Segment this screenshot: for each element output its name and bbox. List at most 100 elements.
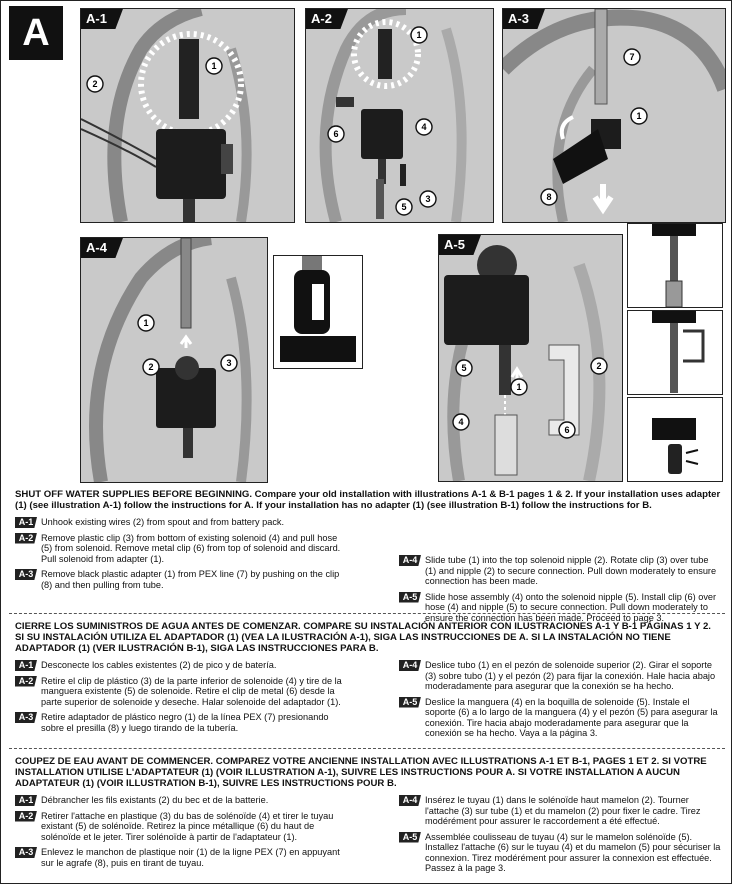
step-tag: A-5 bbox=[399, 591, 421, 603]
instructions-french: COUPEZ DE EAU AVANT DE COMMENCER. COMPAR… bbox=[15, 756, 721, 875]
step-tag: A-2 bbox=[15, 532, 37, 544]
french-heading: COUPEZ DE EAU AVANT DE COMMENCER. COMPAR… bbox=[15, 756, 707, 789]
illustration-a4: A-4 1 2 3 bbox=[80, 237, 268, 483]
panel-label: A-5 bbox=[439, 235, 481, 255]
a5-detail-top-drawing bbox=[652, 224, 696, 307]
callout-circle bbox=[455, 359, 473, 377]
step-tag: A-3 bbox=[15, 712, 37, 723]
a4-detail-drawing bbox=[280, 256, 356, 362]
callout-number: 6 bbox=[564, 425, 569, 435]
step-text: Slide hose assembly (4) onto the solenoi… bbox=[425, 591, 717, 623]
callout-circle bbox=[205, 57, 223, 75]
step-text: Enlevez le manchon de plastique noir (1)… bbox=[41, 847, 340, 868]
illustration-a1: A-1 1 2 bbox=[80, 8, 295, 223]
step-tag: A-1 bbox=[15, 660, 37, 671]
step-a5-en: A-5 Slide hose assembly (4) onto the sole… bbox=[399, 591, 721, 624]
step-tag: A-1 bbox=[15, 517, 37, 528]
callout-circle bbox=[410, 26, 428, 44]
step-a5-fr: A-5 Assemblée coulisseau de tuyau (4) sur… bbox=[399, 831, 721, 874]
english-heading: SHUT OFF WATER SUPPLIES BEFORE BEGINNING… bbox=[15, 489, 721, 511]
instructions-spanish: CIERRE LOS SUMINISTROS DE AGUA ANTES DE … bbox=[15, 621, 721, 740]
illustration-a2: A-2 1 6 4 3 5 bbox=[305, 8, 494, 223]
step-text: Slide tube (1) into the top solenoid nip… bbox=[425, 555, 717, 586]
step-a1-es: A-1 Desconecte los cables existentes (2) … bbox=[15, 660, 350, 671]
callout-circle bbox=[142, 358, 160, 376]
step-tag: A-3 bbox=[15, 569, 37, 580]
a4-drawing bbox=[89, 238, 252, 482]
a3-callouts: 7 1 8 bbox=[540, 48, 648, 206]
a5-callouts: 5 4 6 1 2 bbox=[452, 357, 608, 439]
instructions-english: SHUT OFF WATER SUPPLIES BEFORE BEGINNING… bbox=[15, 489, 721, 623]
step-text: Retirer l'attache en plastique (3) du ba… bbox=[41, 810, 334, 842]
callout-circle bbox=[415, 118, 433, 136]
panel-label: A-4 bbox=[81, 238, 123, 258]
callout-number: 1 bbox=[143, 318, 148, 328]
callout-number: 5 bbox=[461, 363, 466, 373]
a2-callouts: 1 6 4 3 5 bbox=[327, 26, 437, 216]
illustration-a5-detail-top bbox=[627, 223, 723, 308]
callout-number: 3 bbox=[226, 358, 231, 368]
step-tag: A-2 bbox=[15, 675, 37, 687]
step-text: Débrancher les fils existants (2) du bec… bbox=[41, 795, 269, 805]
callout-circle bbox=[623, 48, 641, 66]
step-text: Assemblée coulisseau de tuyau (4) sur le… bbox=[425, 831, 721, 874]
section-divider bbox=[9, 613, 725, 614]
callout-number: 7 bbox=[629, 52, 634, 62]
a5-detail-middle-drawing bbox=[652, 311, 705, 393]
callout-number: 2 bbox=[596, 361, 601, 371]
illustration-a5: A-5 5 4 6 1 2 bbox=[438, 234, 623, 482]
illustration-a5-detail-bottom bbox=[627, 397, 723, 482]
callout-circle bbox=[590, 357, 608, 375]
step-text: Deslice la manguera (4) en la boquilla d… bbox=[425, 696, 718, 739]
step-text: Desconecte los cables existentes (2) de … bbox=[41, 660, 277, 670]
step-text: Remove plastic clip (3) from bottom of e… bbox=[41, 532, 341, 564]
illustration-a4-detail-inset bbox=[273, 255, 363, 369]
step-a2-fr: A-2 Retirer l'attache en plastique (3) du… bbox=[15, 810, 350, 843]
panel-label: A-3 bbox=[503, 9, 545, 29]
illustration-a5-detail-middle bbox=[627, 310, 723, 395]
step-tag: A-3 bbox=[15, 847, 37, 858]
step-tag: A-4 bbox=[399, 795, 421, 806]
callout-circle bbox=[86, 75, 104, 93]
callout-circle bbox=[630, 107, 648, 125]
illustration-a3: A-3 7 1 8 bbox=[502, 8, 726, 223]
step-a2-en: A-2 Remove plastic clip (3) from bottom o… bbox=[15, 532, 350, 565]
step-a1-fr: A-1 Débrancher les fils existants (2) du … bbox=[15, 795, 350, 806]
callout-circle bbox=[419, 190, 437, 208]
step-a1-en: A-1 Unhook existing wires (2) from spout … bbox=[15, 517, 350, 528]
a4-callouts: 1 2 3 bbox=[137, 314, 238, 376]
a1-drawing bbox=[81, 9, 252, 222]
callout-number: 2 bbox=[148, 362, 153, 372]
step-text: Deslice tubo (1) en el pezón de solenoid… bbox=[425, 660, 716, 691]
callout-circle bbox=[540, 188, 558, 206]
callout-number: 1 bbox=[211, 61, 216, 71]
step-a3-fr: A-3 Enlevez le manchon de plastique noir … bbox=[15, 847, 350, 868]
step-tag: A-5 bbox=[399, 831, 421, 843]
spanish-heading: CIERRE LOS SUMINISTROS DE AGUA ANTES DE … bbox=[15, 621, 711, 654]
step-tag: A-2 bbox=[15, 810, 37, 822]
step-text: Unhook existing wires (2) from spout and… bbox=[41, 517, 285, 527]
a2-drawing bbox=[319, 9, 467, 222]
panel-label: A-1 bbox=[81, 9, 123, 29]
section-divider bbox=[9, 748, 725, 749]
callout-number: 4 bbox=[458, 417, 463, 427]
a5-detail-bottom-drawing bbox=[652, 418, 699, 474]
a3-drawing bbox=[503, 9, 725, 222]
step-tag: A-1 bbox=[15, 795, 37, 806]
section-badge: A bbox=[9, 6, 63, 60]
a1-callouts: 1 2 bbox=[86, 57, 223, 93]
callout-number: 2 bbox=[92, 79, 97, 89]
callout-number: 5 bbox=[401, 202, 406, 212]
callout-circle bbox=[510, 378, 528, 396]
callout-circle bbox=[137, 314, 155, 332]
callout-number: 1 bbox=[416, 30, 421, 40]
callout-circle bbox=[327, 125, 345, 143]
